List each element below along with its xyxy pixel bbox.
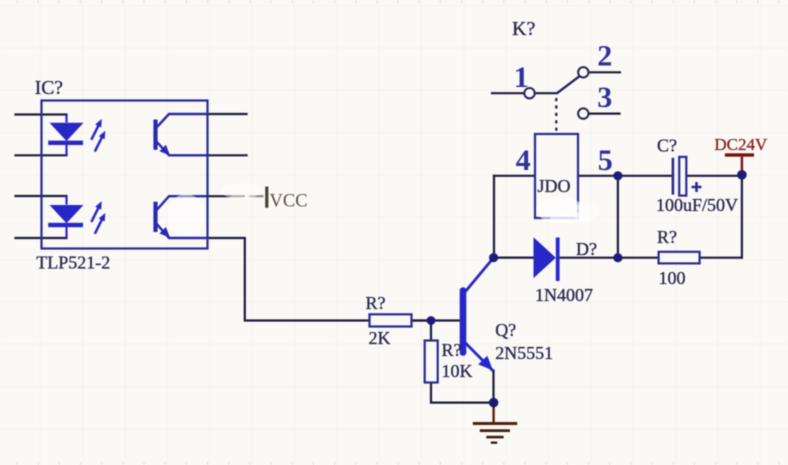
svg-text:R?: R?	[366, 293, 386, 313]
svg-text:DC24V: DC24V	[714, 135, 768, 154]
svg-text:2N5551: 2N5551	[495, 343, 553, 363]
svg-text:VCC: VCC	[270, 192, 308, 212]
svg-text:10K: 10K	[442, 361, 473, 381]
svg-text:1: 1	[514, 61, 529, 94]
svg-text:JDO: JDO	[538, 176, 571, 196]
svg-text:K?: K?	[512, 18, 535, 40]
svg-text:R?: R?	[657, 227, 677, 247]
svg-text:5: 5	[598, 144, 613, 177]
svg-text:TLP521-2: TLP521-2	[36, 253, 110, 273]
svg-text:D?: D?	[576, 239, 597, 259]
svg-text:3: 3	[597, 81, 612, 114]
svg-text:Q?: Q?	[495, 320, 516, 340]
svg-text:R?: R?	[442, 340, 462, 360]
svg-text:100: 100	[659, 268, 686, 288]
svg-text:IC?: IC?	[35, 78, 63, 99]
svg-text:2K: 2K	[369, 328, 391, 348]
svg-text:100uF/50V: 100uF/50V	[656, 195, 738, 215]
svg-text:4: 4	[516, 144, 531, 177]
svg-text:2: 2	[597, 39, 612, 72]
svg-text:C?: C?	[657, 136, 677, 156]
svg-text:1N4007: 1N4007	[535, 285, 593, 305]
